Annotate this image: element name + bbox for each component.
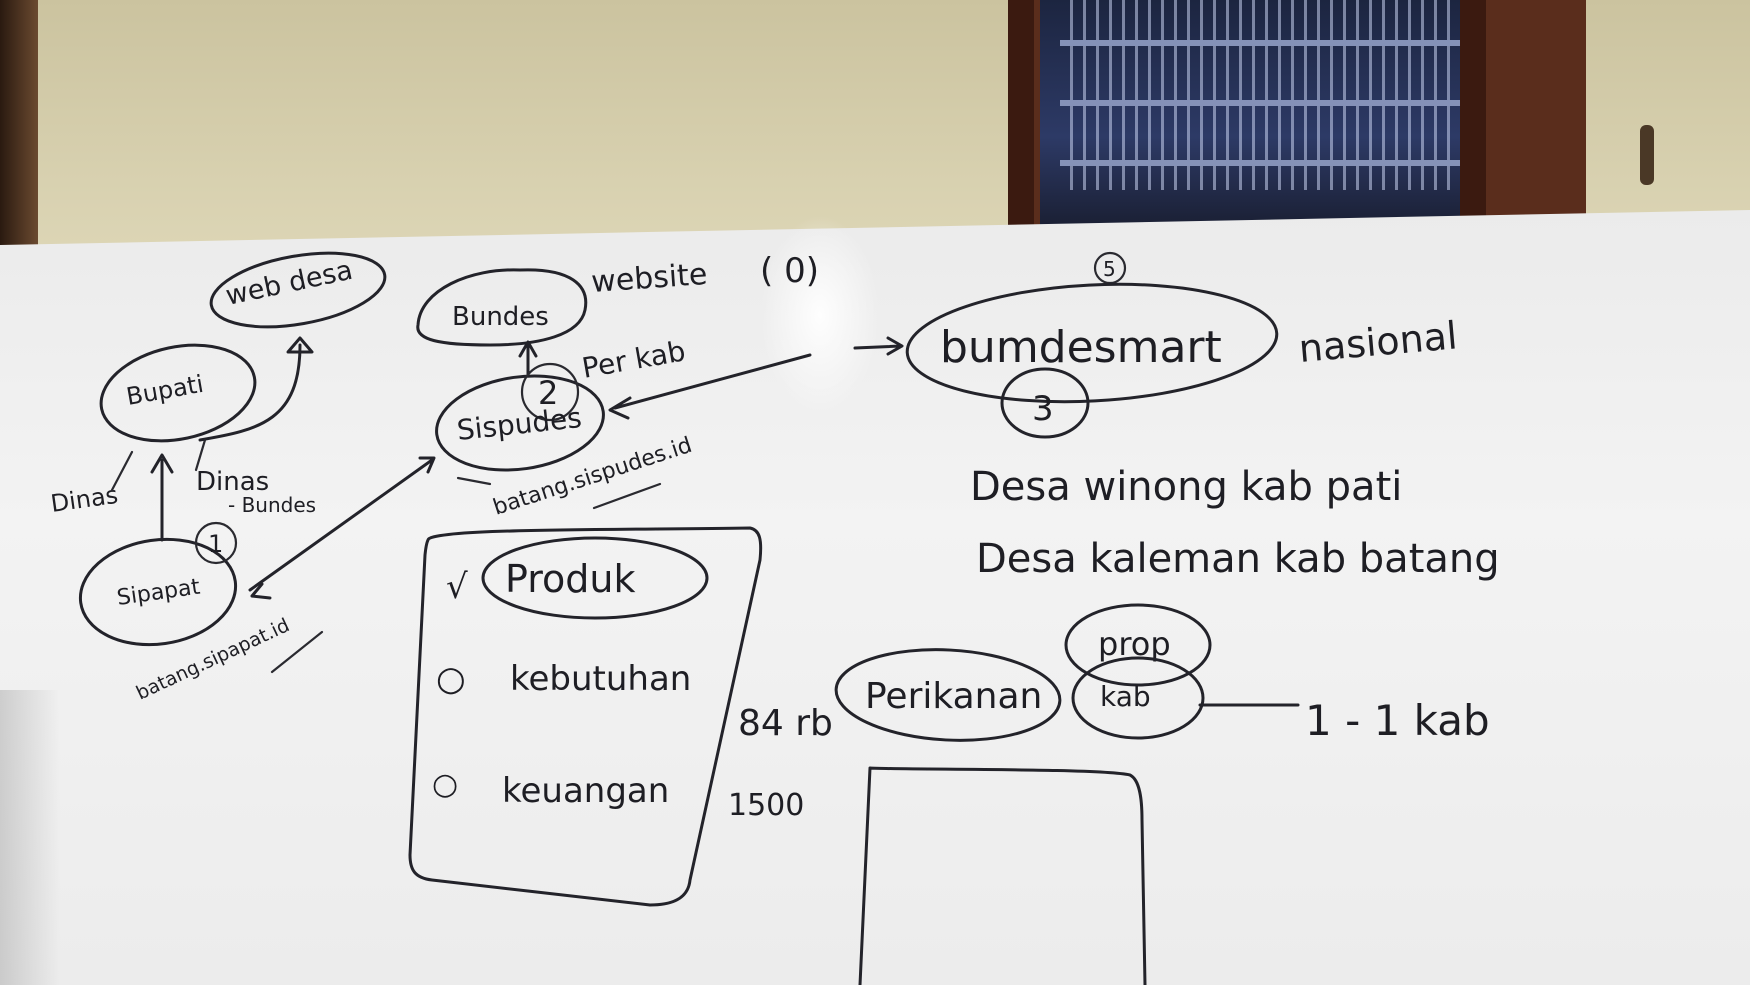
perikanan-label: Perikanan (865, 676, 1042, 717)
bumdesmart-ellipse (905, 282, 1279, 404)
num-2-label: 2 (538, 374, 558, 412)
window-bars (1070, 0, 1470, 190)
line-2-label: Desa kaleman kab batang (976, 536, 1500, 582)
sispudes-url-label: batang.sispudes.id (490, 433, 695, 521)
sipapat-ellipse (78, 537, 238, 647)
url-underline (592, 482, 662, 510)
sispudes-label: Sispudes (455, 401, 583, 447)
num-top-label: 5 (1103, 257, 1116, 281)
bupati-ellipse (99, 343, 257, 443)
arrow-head (286, 336, 314, 354)
arrow-to-bumdesmart (853, 336, 904, 356)
bundes-label: Bundes (452, 302, 549, 332)
bundes-shape (416, 268, 588, 347)
num-1-label: 1 (208, 530, 223, 558)
web-desa-ellipse (209, 251, 387, 329)
ratio-label: 1 - 1 kab (1305, 696, 1490, 745)
nasional-label: nasional (1297, 313, 1459, 371)
window-post-left (1008, 0, 1034, 235)
arrow-tail (250, 582, 272, 600)
window-rail (1060, 160, 1460, 166)
dinas-line (110, 450, 134, 492)
kab-label: kab (1100, 680, 1151, 713)
sipapat-url-label: batang.sipapat.id (133, 614, 293, 704)
bundes-note-label: - Bundes (228, 493, 316, 517)
window-rail (1060, 100, 1460, 106)
empty-box (858, 766, 1147, 985)
checklist-box (408, 526, 763, 907)
window-rail (1060, 40, 1460, 46)
website-paren-label: ( 0) (760, 251, 819, 291)
light-glare (760, 215, 880, 415)
value-2-label: 1500 (728, 788, 804, 823)
num-3-label: 3 (1032, 389, 1054, 429)
dinas-bundes-line (194, 438, 207, 472)
arrow-up-bupati (150, 453, 174, 542)
sipapat-label: Sipapat (115, 574, 202, 610)
dinas-bundes-label: Dinas (196, 467, 269, 497)
url-tick (456, 476, 492, 486)
checklist-label-2: kebutuhan (510, 659, 691, 699)
url-underline (270, 630, 324, 674)
checklist-mark-3: ○ (432, 767, 458, 802)
prop-ellipse (1064, 603, 1212, 687)
wall-hook (1640, 125, 1654, 185)
num-2-circle (520, 362, 580, 422)
checklist-label-1: Produk (505, 557, 636, 601)
checklist-mark-1: √ (446, 567, 468, 607)
num-3-circle (1000, 367, 1090, 439)
num-1-circle (194, 521, 238, 565)
perikanan-ellipse (834, 648, 1062, 742)
value-1-label: 84 rb (738, 703, 833, 744)
window-post-right (1460, 0, 1486, 235)
checklist-label-3: keuangan (502, 771, 669, 811)
produk-ellipse (481, 536, 709, 620)
sispudes-ellipse (435, 374, 605, 472)
web-desa-label: web desa (223, 255, 355, 312)
board-shadow (0, 690, 60, 985)
website-label: website (590, 257, 708, 300)
dinas-label: Dinas (49, 481, 120, 518)
arrow-sispudes-to-bundes (518, 340, 538, 377)
checklist-mark-2: ○ (436, 659, 466, 699)
arrow-to-sispudes (248, 456, 436, 592)
arrow-to-web-desa (198, 343, 302, 442)
kab-ellipse (1071, 656, 1205, 740)
bupati-label: Bupati (124, 370, 205, 411)
door-edge (0, 0, 38, 260)
bumdesmart-label: bumdesmart (940, 322, 1222, 373)
line-1-label: Desa winong kab pati (970, 464, 1402, 510)
arrow-bumdesmart-to-sispudes (608, 353, 812, 420)
per-kab-label: Per kab (579, 334, 687, 385)
